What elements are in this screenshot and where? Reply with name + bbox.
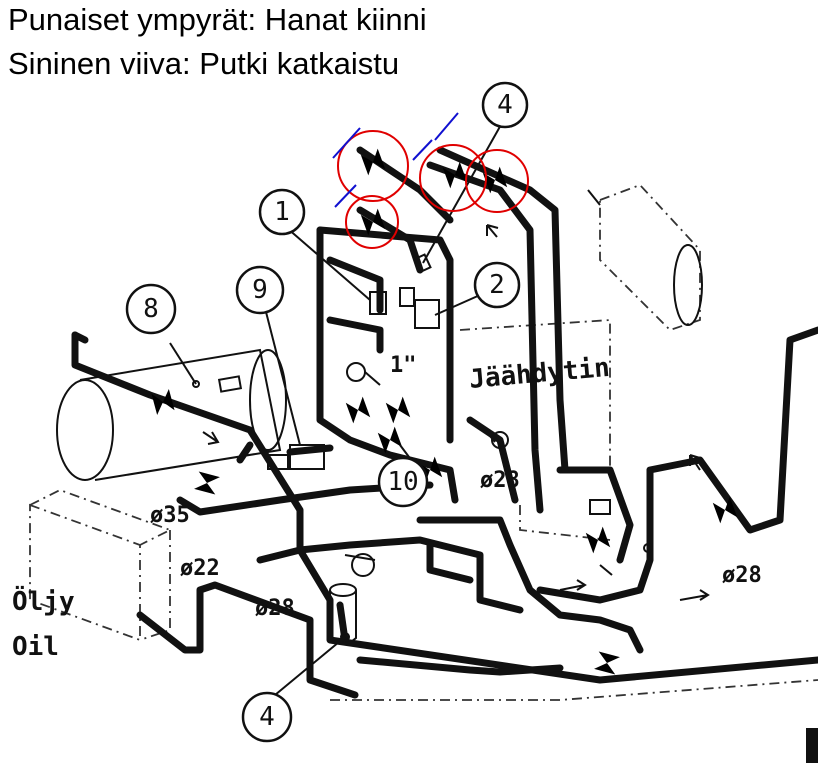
fitting-4 [414, 253, 432, 273]
blue-cut-1 [332, 127, 361, 159]
valve-right-mid [385, 395, 411, 424]
legend-red-circles: Punaiset ympyrät: Hanat kiinni [8, 2, 427, 37]
label-d28-right: ø28 [722, 563, 762, 588]
cooler-base [519, 505, 611, 541]
leader-2 [434, 294, 481, 316]
callout-2: 2 [473, 261, 521, 309]
filter-cylinder [329, 583, 357, 645]
callout-2-text: 2 [489, 270, 505, 300]
expansion-tank [587, 183, 703, 332]
label-d35: ø35 [150, 503, 190, 528]
check-valves [344, 362, 509, 577]
fitting-9 [289, 444, 325, 470]
oil-tank-outline [29, 503, 141, 642]
dashed-frames [29, 319, 818, 701]
floor-line [330, 679, 818, 701]
label-cooler: Jäähdytin [468, 353, 611, 395]
label-d28-mid: ø28 [480, 468, 520, 493]
valve-d35 [193, 471, 220, 495]
callout-9: 9 [235, 265, 285, 315]
fitting-1 [369, 291, 387, 315]
cooler-outline [459, 319, 611, 470]
blue-cut-4 [434, 112, 459, 141]
label-inch: 1" [390, 353, 417, 378]
blue-cut-2 [334, 184, 357, 208]
red-ring-mid-left [345, 195, 399, 249]
leader-lines [169, 122, 503, 696]
valve-left-mid [345, 395, 371, 424]
callout-8-text: 8 [143, 294, 159, 324]
callout-1-text: 1 [274, 197, 290, 227]
main-tank [56, 348, 287, 481]
valve-bottom [593, 651, 620, 675]
callout-4-top: 4 [481, 81, 529, 129]
leader-4-top [422, 122, 503, 264]
label-d22: ø22 [180, 556, 220, 581]
callout-4-top-text: 4 [497, 90, 513, 120]
legend-blue-line: Sininen viiva: Putki katkaistu [8, 46, 400, 81]
callout-10-text: 10 [387, 467, 418, 497]
red-ring-top-right [465, 149, 529, 213]
corner-mark [806, 728, 818, 763]
leader-8 [169, 342, 197, 385]
callout-4-bottom-text: 4 [259, 702, 275, 732]
oil-tank-top [29, 489, 173, 546]
callout-1: 1 [258, 188, 306, 236]
fitting-cooler [589, 499, 611, 515]
callout-8: 8 [125, 283, 177, 335]
callout-9-text: 9 [252, 275, 268, 305]
blue-cut-3 [412, 139, 433, 161]
leader-9 [264, 307, 301, 446]
closed-valve-markers [337, 130, 529, 249]
red-ring-top-left [337, 130, 409, 202]
callout-10: 10 [377, 456, 429, 508]
cut-pipe-markers [332, 112, 459, 208]
callout-4-bottom: 4 [241, 691, 293, 743]
pipes [71, 146, 818, 699]
label-oil-fi: Öljy [12, 584, 75, 617]
label-oil-en: Oil [12, 632, 59, 662]
leader-4-bottom [274, 636, 346, 696]
red-ring-top-mid [419, 144, 487, 212]
label-d28-left: ø28 [255, 596, 295, 621]
flow-arrows [202, 224, 710, 601]
leader-1 [286, 227, 371, 301]
fitting-9b [267, 454, 289, 470]
fitting-2b [399, 287, 415, 307]
